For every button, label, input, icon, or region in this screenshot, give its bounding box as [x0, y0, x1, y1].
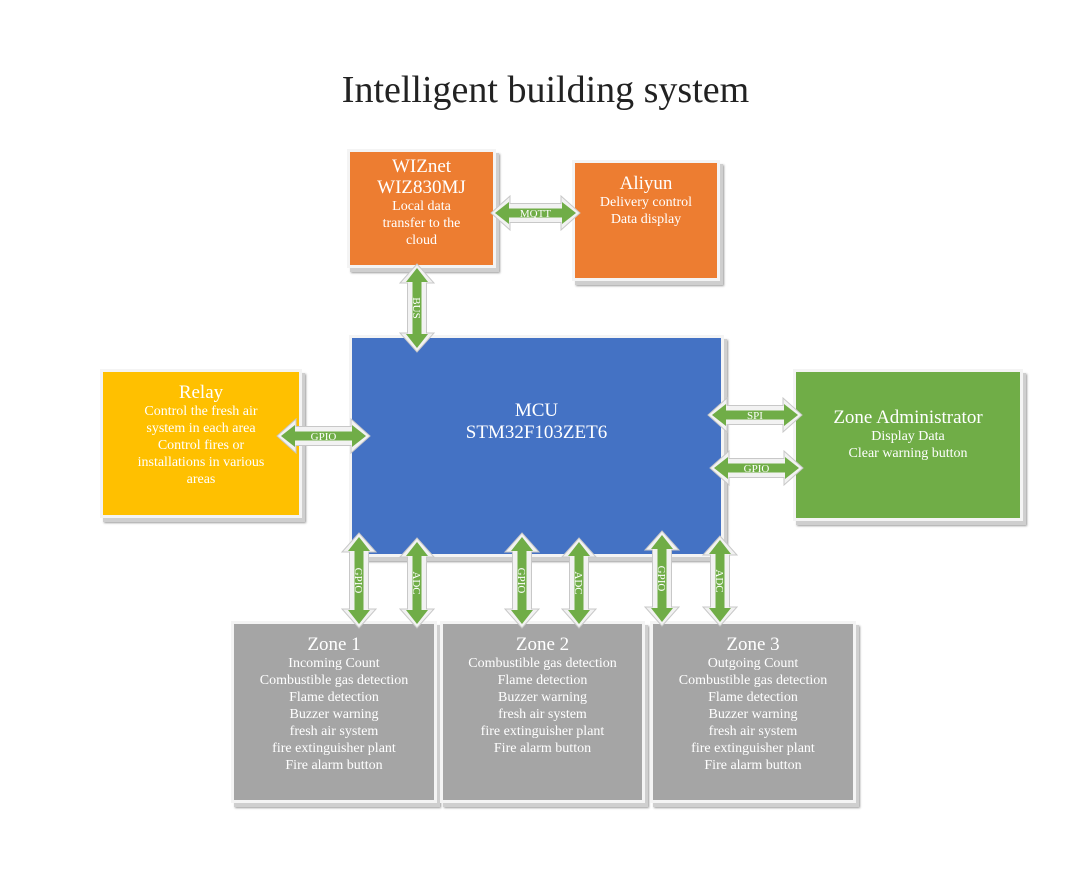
zone-line: fresh air system [289, 724, 379, 739]
zone-line: Buzzer warning [497, 690, 588, 705]
arrow-body [406, 542, 428, 624]
mcu-block: MCU STM32F103ZET6 [349, 335, 724, 557]
zone-1-block: Zone 1 Incoming Count Combustible gas de… [231, 621, 437, 803]
wiznet-title: WIZnet [391, 156, 452, 177]
zone-line: fire extinguisher plant [480, 724, 605, 739]
aliyun-title: Aliyun [619, 173, 673, 194]
zone1-adc-arrow: ADC [398, 537, 436, 629]
arrow-label: SPI [747, 410, 763, 422]
zone2-adc-arrow: ADC [560, 537, 598, 629]
wiznet-block: WIZnet WIZ830MJ Local data transfer to t… [347, 149, 496, 268]
arrow-body [651, 535, 673, 622]
relay-line: system in each area [146, 421, 256, 436]
zone-line: fire extinguisher plant [272, 741, 396, 756]
relay-line: Control fires or [157, 438, 245, 453]
arrow-label: ADC [572, 571, 584, 594]
relay-block: Relay Control the fresh air system in ea… [100, 369, 302, 518]
zone-line: Flame detection [497, 673, 588, 688]
relay-gpio-arrow: GPIO [276, 417, 371, 455]
zone-line: Outgoing Count [707, 656, 799, 671]
zone-line: Combustible gas detection [468, 656, 617, 671]
wiznet-model: WIZ830MJ [377, 177, 466, 198]
aliyun-block: Aliyun Delivery control Data display [572, 160, 720, 281]
relay-line: areas [186, 472, 216, 487]
arrow-body [714, 457, 799, 479]
zone-line: Buzzer warning [708, 707, 798, 722]
admin-gpio-arrow: GPIO [709, 449, 804, 487]
zone3-gpio-arrow: GPIO [643, 530, 681, 627]
wiznet-line: transfer to the [382, 216, 461, 231]
zone-line: Fire alarm button [704, 758, 802, 773]
zone-line: fire extinguisher plant [691, 741, 815, 756]
zone-2-block: Zone 2 Combustible gas detection Flame d… [440, 621, 645, 803]
arrow-label: BUS [410, 297, 422, 318]
zone-admin-line: Clear warning button [848, 446, 968, 461]
zone-line: Fire alarm button [285, 758, 383, 773]
zone-admin-block: Zone Administrator Display Data Clear wa… [793, 369, 1023, 521]
zone-line: Fire alarm button [493, 741, 592, 756]
relay-line: Control the fresh air [144, 404, 258, 419]
zone-line: Flame detection [289, 690, 379, 705]
arrow-label: GPIO [655, 566, 667, 592]
mqtt-arrow: MQTT [490, 194, 581, 232]
zone3-adc-arrow: ADC [701, 535, 739, 627]
arrow-label: ADC [410, 571, 422, 594]
arrow-body [712, 404, 798, 426]
zone-admin-line: Display Data [871, 429, 945, 444]
relay-title: Relay [178, 382, 224, 403]
arrow-label: MQTT [520, 208, 551, 220]
arrow-body [348, 537, 370, 624]
wiznet-line: Local data [392, 199, 451, 214]
zone-title: Zone 1 [307, 634, 361, 655]
arrow-label: GPIO [744, 463, 770, 475]
arrow-label: ADC [713, 569, 725, 592]
zone-admin-title: Zone Administrator [833, 407, 983, 428]
arrow-body [495, 202, 576, 224]
zone-line: Incoming Count [288, 656, 380, 671]
zone-line: Buzzer warning [289, 707, 379, 722]
aliyun-line: Data display [610, 212, 682, 227]
mcu-title: MCU [514, 400, 559, 421]
zone-line: fresh air system [708, 724, 798, 739]
arrow-body [511, 537, 533, 624]
aliyun-line: Delivery control [599, 195, 693, 210]
mcu-model: STM32F103ZET6 [465, 422, 608, 443]
arrow-label: GPIO [352, 568, 364, 594]
zone2-gpio-arrow: GPIO [503, 532, 541, 629]
arrow-label: GPIO [515, 568, 527, 594]
arrow-body [568, 542, 590, 624]
wiznet-line: cloud [405, 233, 438, 248]
arrow-label: GPIO [311, 431, 337, 443]
zone-line: Flame detection [708, 690, 798, 705]
relay-line: installations in various [137, 455, 265, 470]
arrow-body [709, 540, 731, 622]
zone-line: Combustible gas detection [259, 673, 409, 688]
spi-arrow: SPI [707, 396, 803, 434]
zone-line: fresh air system [498, 707, 587, 722]
zone-title: Zone 2 [515, 634, 570, 655]
zone-line: Combustible gas detection [678, 673, 828, 688]
zone1-gpio-arrow: GPIO [340, 532, 378, 629]
arrow-body [406, 268, 428, 348]
arrow-body [281, 425, 366, 447]
zone-3-block: Zone 3 Outgoing Count Combustible gas de… [650, 621, 856, 803]
zone-title: Zone 3 [726, 634, 780, 655]
bus-arrow: BUS [398, 263, 436, 353]
diagram-title: Intelligent building system [341, 69, 750, 111]
